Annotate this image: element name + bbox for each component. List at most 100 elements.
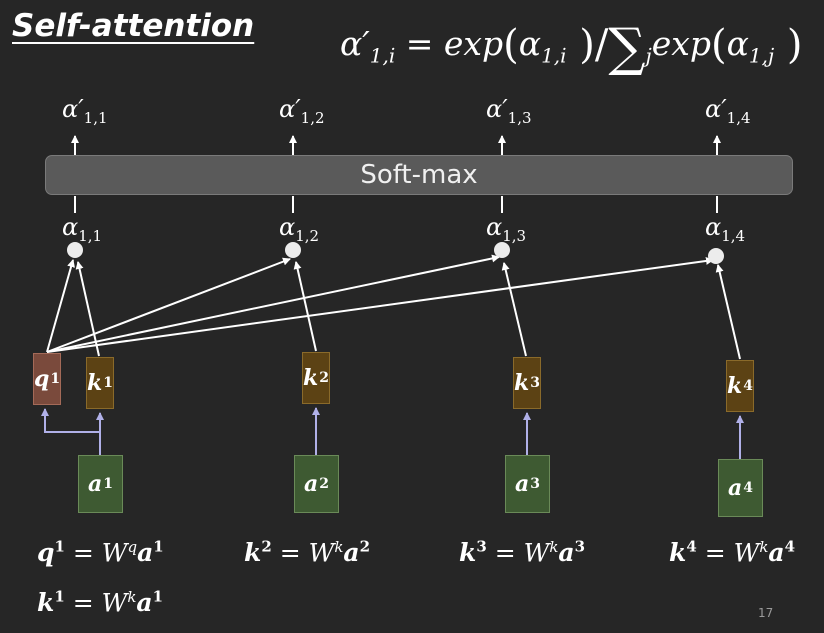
formula-alpha: α (518, 24, 542, 63)
dot-product-node (67, 242, 83, 258)
alpha-symbol: α (705, 213, 722, 241)
dot-product-node (494, 242, 510, 258)
k-to-dot-arrow (501, 262, 527, 357)
alpha-prime-symbol: α′ (705, 95, 727, 123)
alpha-label: α1,4 (705, 213, 745, 245)
k-to-dot-arrow (715, 264, 741, 360)
a-symbol: a (514, 471, 530, 497)
input-arrows (41, 407, 744, 459)
alpha-symbol: α (486, 213, 503, 241)
alpha-prime-label: α′1,2 (279, 95, 325, 127)
a-superscript: 1 (103, 476, 113, 492)
softmax-output-arrows (71, 135, 721, 155)
eq-lhs: k (37, 588, 55, 618)
k-superscript: 1 (103, 375, 113, 391)
eq-weight: W (733, 538, 760, 568)
alpha-label: α1,1 (62, 213, 102, 245)
formula-exp: exp (651, 24, 711, 63)
alpha-index: 1,4 (721, 226, 746, 245)
eq-weight-sup: k (549, 538, 559, 556)
softmax-bar: Soft-max (45, 155, 793, 195)
alpha-index: 1,3 (502, 226, 527, 245)
formula-sum-index: j (645, 43, 652, 68)
formula-sub: 1,j (748, 43, 775, 68)
eq-lhs-sup: 4 (686, 538, 697, 556)
q-to-dot-arrow (46, 259, 75, 353)
a-symbol: a (87, 471, 103, 497)
q-to-dot-arrow (46, 256, 714, 353)
dot-product-nodes (67, 242, 724, 264)
eq-equals: = (64, 588, 102, 618)
alpha-prime-label: α′1,1 (62, 95, 108, 127)
equation-k1: k1 = Wka1 (37, 588, 163, 617)
k-to-dot-arrow (75, 261, 100, 357)
attention-arrows (46, 254, 741, 360)
formula-sum-symbol: ∑ (608, 18, 646, 78)
formula-sub: 1,i (541, 43, 567, 68)
eq-equals: = (64, 538, 102, 568)
eq-equals: = (271, 538, 309, 568)
eq-lhs-sup: 2 (261, 538, 272, 556)
eq-rhs: a (137, 538, 154, 568)
formula-divide: )/ (566, 22, 609, 68)
k-to-dot-arrow (293, 261, 317, 352)
eq-rhs: a (768, 538, 785, 568)
formula-alpha: α (726, 24, 749, 63)
q-symbol: q (33, 366, 50, 392)
eq-rhs-sup: 1 (152, 588, 164, 606)
k-symbol: k (303, 365, 319, 391)
eq-lhs-sup: 3 (476, 538, 487, 556)
alpha-prime-index: 1,3 (507, 108, 532, 127)
q-to-dot-arrow (46, 257, 291, 353)
equation-k2: k2 = Wka2 (244, 538, 370, 567)
eq-equals: = (696, 538, 734, 568)
eq-rhs-sup: 4 (784, 538, 796, 556)
eq-equals: = (486, 538, 524, 568)
eq-lhs: k (459, 538, 477, 568)
eq-rhs: a (343, 538, 360, 568)
eq-weight: W (523, 538, 550, 568)
eq-rhs-sup: 1 (153, 538, 164, 556)
alpha-symbol: α (279, 213, 296, 241)
alpha-prime-label: α′1,4 (705, 95, 751, 127)
q-superscript: 1 (50, 371, 61, 387)
a-superscript: 2 (319, 476, 329, 492)
alpha-label: α1,2 (279, 213, 319, 245)
equation-k4: k4 = Wka4 (669, 538, 795, 567)
eq-rhs: a (558, 538, 575, 568)
alpha-prime-index: 1,4 (726, 108, 751, 127)
eq-lhs-sup: 1 (54, 588, 65, 606)
alpha-prime-symbol: α′ (486, 95, 508, 123)
dot-product-node (285, 242, 301, 258)
alpha-prime-symbol: α′ (279, 95, 301, 123)
k-superscript: 3 (530, 375, 540, 391)
alpha-prime-label: α′1,3 (486, 95, 532, 127)
eq-weight: W (101, 538, 128, 568)
alpha-index: 1,1 (78, 226, 103, 245)
alpha-input-ticks (74, 196, 718, 213)
formula-paren: ( (503, 22, 519, 68)
eq-weight: W (101, 588, 128, 618)
softmax-formula: α′1,i = exp(α1,i )/∑jexp(α1,j ) (340, 18, 802, 78)
formula-exp: = exp (395, 24, 504, 63)
eq-lhs: k (669, 538, 687, 568)
k-symbol: k (727, 373, 743, 399)
k-symbol: k (87, 370, 103, 396)
dot-product-node (708, 248, 724, 264)
q-to-dot-arrow (46, 254, 500, 353)
eq-lhs-sup: 1 (54, 538, 65, 556)
eq-lhs: k (244, 538, 262, 568)
formula-paren: ( (710, 22, 727, 68)
formula-alpha-prime: α′ (340, 24, 370, 63)
k-superscript: 2 (319, 370, 329, 386)
a-superscript: 3 (530, 476, 540, 492)
alpha-label: α1,3 (486, 213, 526, 245)
